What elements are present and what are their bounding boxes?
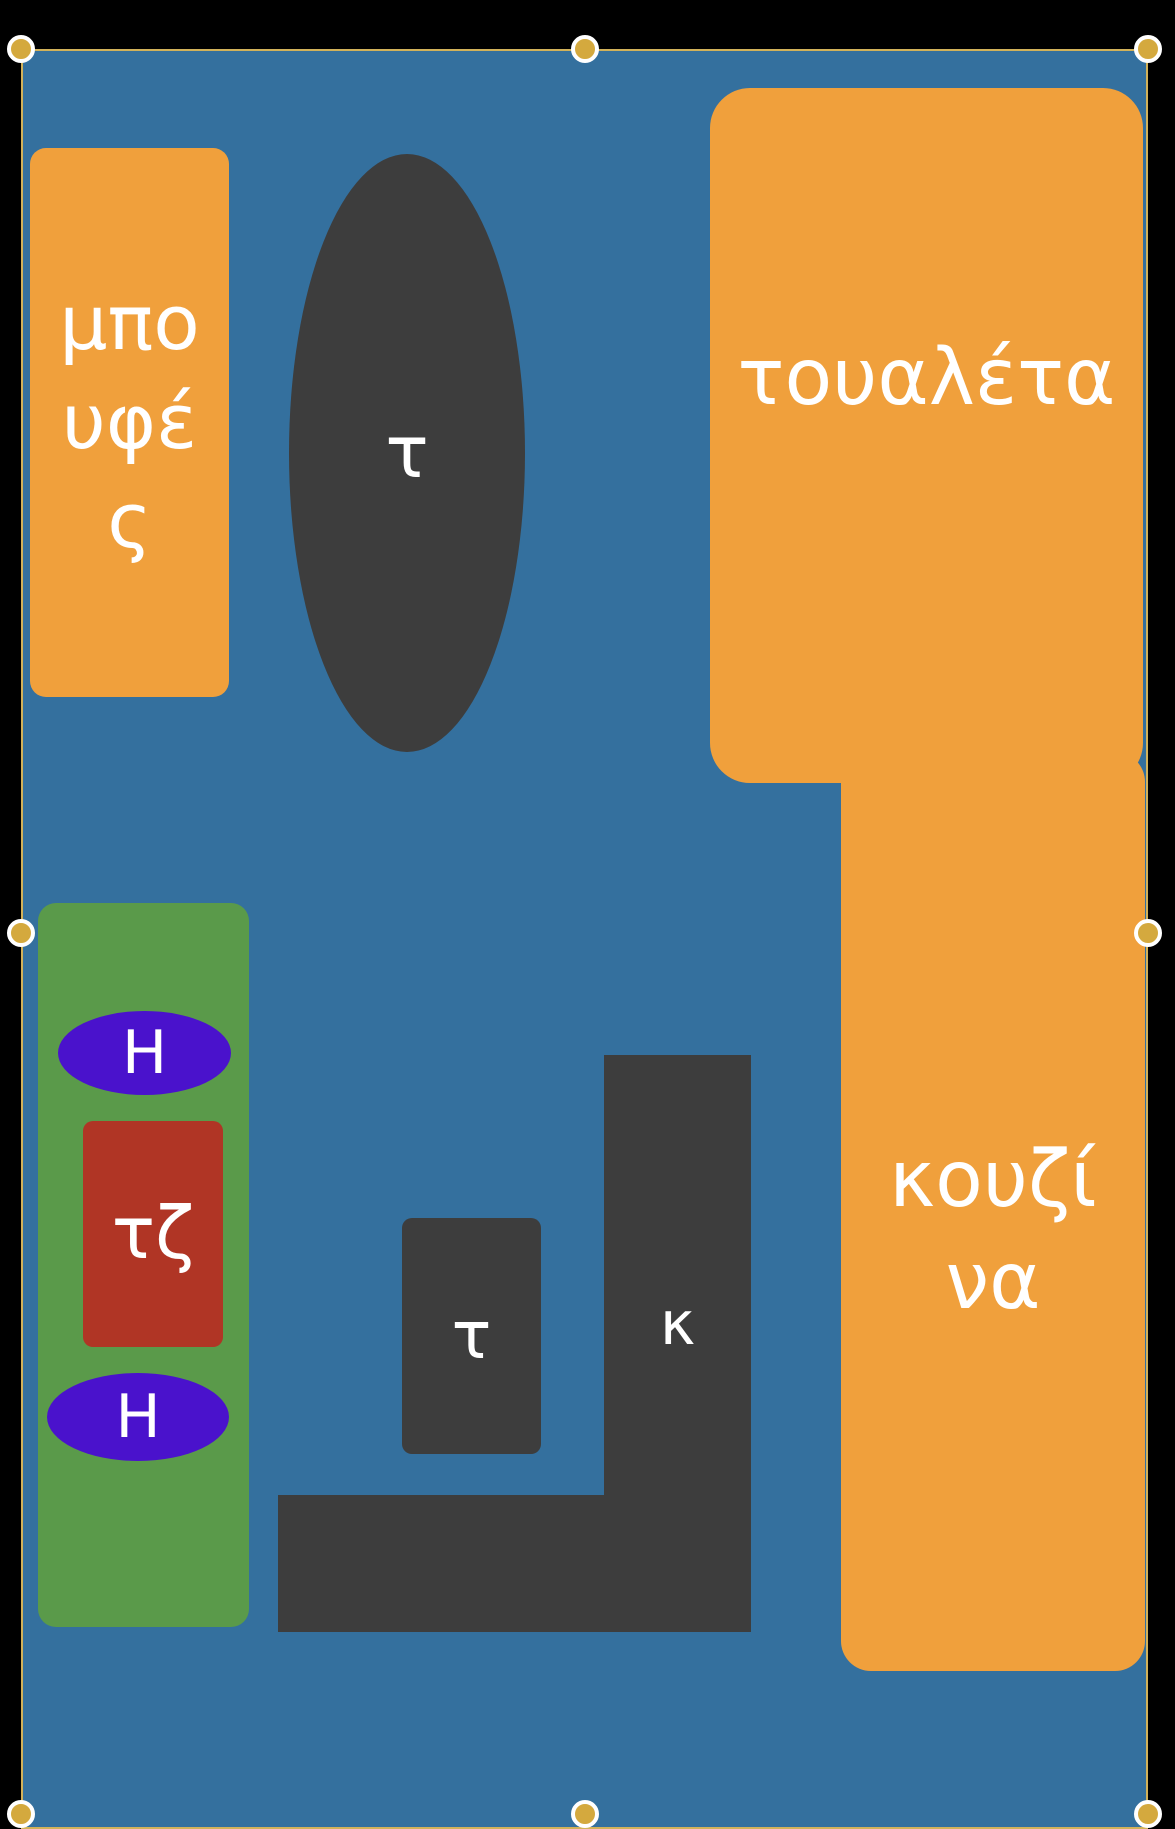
toilet-shape[interactable]: τουαλέτα — [710, 88, 1143, 783]
resize-handle-top-left[interactable] — [7, 35, 35, 63]
resize-handle-bottom-left[interactable] — [7, 1800, 35, 1828]
tv-table-label: τ — [451, 1297, 492, 1375]
oval-table-shape[interactable]: τ — [289, 154, 525, 752]
oval-table-label: τ — [385, 410, 429, 495]
resize-handle-middle-left[interactable] — [7, 919, 35, 947]
chair-top-label: Η — [121, 1018, 168, 1088]
counter-vertical-shape[interactable]: κ — [604, 1055, 751, 1632]
chair-bottom-shape[interactable]: Η — [47, 1373, 229, 1461]
buffet-shape[interactable]: μπουφές — [30, 148, 229, 697]
small-table-label: τζ — [111, 1191, 195, 1276]
resize-handle-top-center[interactable] — [571, 35, 599, 63]
tv-table-shape[interactable]: τ — [402, 1218, 541, 1454]
resize-handle-bottom-right[interactable] — [1134, 1800, 1162, 1828]
toilet-label: τουαλέτα — [737, 333, 1116, 423]
chair-top-shape[interactable]: Η — [58, 1011, 231, 1095]
kitchen-label: κουζίνα — [889, 1135, 1097, 1327]
chair-bottom-label: Η — [115, 1382, 161, 1452]
resize-handle-bottom-center[interactable] — [571, 1800, 599, 1828]
small-table-shape[interactable]: τζ — [83, 1121, 223, 1347]
counter-label: κ — [659, 1288, 696, 1359]
resize-handle-middle-right[interactable] — [1134, 919, 1162, 947]
kitchen-shape[interactable]: κουζίνα — [841, 752, 1145, 1671]
buffet-label: μπουφές — [59, 278, 200, 565]
resize-handle-top-right[interactable] — [1134, 35, 1162, 63]
